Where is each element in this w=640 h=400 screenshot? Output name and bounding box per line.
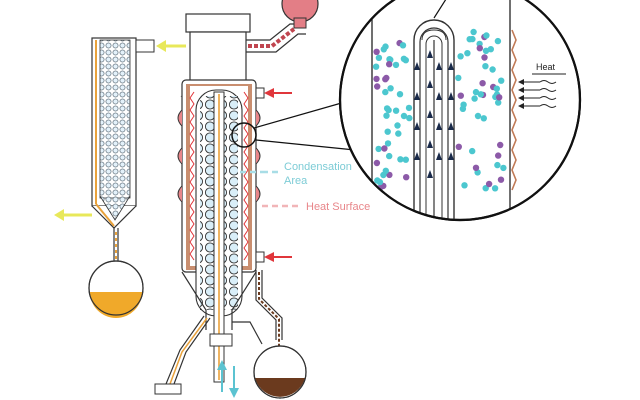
residue-flask bbox=[253, 345, 307, 399]
particle bbox=[387, 85, 394, 92]
particle bbox=[384, 128, 391, 135]
particle bbox=[373, 159, 381, 167]
heating-fluid-port-top bbox=[255, 87, 292, 99]
particle bbox=[392, 107, 400, 114]
particle bbox=[455, 143, 462, 150]
particle bbox=[497, 176, 505, 183]
particle bbox=[400, 112, 408, 120]
particle bbox=[497, 141, 504, 149]
particle bbox=[383, 105, 391, 112]
internal-condenser-coil bbox=[195, 89, 243, 383]
particle bbox=[483, 32, 490, 39]
particle bbox=[386, 60, 393, 68]
particle bbox=[373, 75, 380, 83]
particle bbox=[469, 35, 476, 43]
particle bbox=[495, 152, 502, 159]
particle bbox=[460, 101, 467, 108]
particle bbox=[399, 42, 407, 49]
particle bbox=[384, 140, 392, 147]
particle bbox=[405, 104, 413, 112]
particle bbox=[489, 66, 496, 73]
heat-label: Heat bbox=[536, 62, 556, 72]
particle bbox=[482, 62, 489, 70]
coolant-inlet-arrow bbox=[156, 40, 186, 52]
particle bbox=[382, 43, 389, 50]
particle bbox=[494, 161, 501, 169]
particle bbox=[472, 164, 480, 171]
particle bbox=[495, 99, 502, 106]
particle bbox=[464, 50, 471, 57]
particles-left bbox=[372, 39, 413, 193]
particle bbox=[471, 95, 478, 102]
particle bbox=[474, 112, 482, 120]
condensation-area-label-line2: Area bbox=[284, 175, 308, 187]
particle bbox=[476, 45, 483, 52]
particle bbox=[479, 80, 486, 87]
particle bbox=[498, 77, 505, 84]
particle bbox=[386, 171, 393, 179]
condensation-area-label-line1: Condensation bbox=[284, 161, 352, 173]
particle bbox=[382, 167, 389, 174]
zoom-leader-line-a bbox=[253, 101, 346, 129]
particle bbox=[373, 48, 380, 55]
heat-surface-label: Heat Surface bbox=[306, 201, 370, 213]
particle bbox=[403, 174, 410, 181]
heating-fluid-port-bottom bbox=[255, 251, 292, 263]
particle bbox=[482, 47, 490, 54]
particle bbox=[376, 178, 384, 186]
particle bbox=[480, 115, 487, 122]
feed-inlet-flask bbox=[246, 0, 319, 53]
cooling-water-arrows bbox=[217, 360, 239, 398]
particle bbox=[381, 145, 388, 152]
particle bbox=[374, 83, 381, 90]
particle bbox=[400, 55, 408, 62]
particle bbox=[469, 147, 476, 155]
particle bbox=[470, 28, 477, 36]
particle bbox=[500, 164, 507, 172]
zoom-detail-circle bbox=[338, 0, 582, 222]
particle bbox=[382, 76, 389, 83]
particle bbox=[491, 185, 499, 192]
particle bbox=[392, 61, 400, 69]
zoom-origin-circle bbox=[231, 122, 257, 148]
particle bbox=[496, 94, 503, 101]
particle bbox=[383, 112, 390, 119]
particle bbox=[461, 182, 468, 189]
particle bbox=[455, 74, 462, 82]
particle bbox=[406, 114, 413, 122]
particles-right bbox=[455, 28, 507, 192]
particle bbox=[457, 92, 464, 99]
particle bbox=[402, 156, 409, 163]
zoom-leader-line-b bbox=[255, 139, 356, 151]
particle bbox=[396, 91, 404, 98]
particle bbox=[375, 54, 383, 61]
residue-line bbox=[255, 270, 283, 350]
particle bbox=[397, 156, 404, 163]
particle bbox=[494, 37, 502, 45]
coolant-outlet-arrow bbox=[54, 209, 92, 221]
left-receiving-flask bbox=[88, 228, 144, 318]
left-condenser-column bbox=[91, 37, 155, 229]
particle bbox=[457, 53, 464, 60]
particle bbox=[477, 91, 484, 98]
particle bbox=[481, 54, 488, 61]
particle bbox=[372, 63, 380, 70]
particle bbox=[472, 88, 480, 96]
particle bbox=[485, 180, 493, 188]
heat-wave-arrows bbox=[518, 73, 566, 109]
particle bbox=[487, 46, 494, 53]
particle bbox=[375, 145, 382, 153]
particle bbox=[395, 130, 402, 137]
particle bbox=[493, 85, 500, 92]
particle bbox=[386, 152, 393, 160]
evaporator-bottom bbox=[154, 271, 263, 395]
particle bbox=[394, 122, 401, 129]
particle bbox=[382, 88, 389, 96]
